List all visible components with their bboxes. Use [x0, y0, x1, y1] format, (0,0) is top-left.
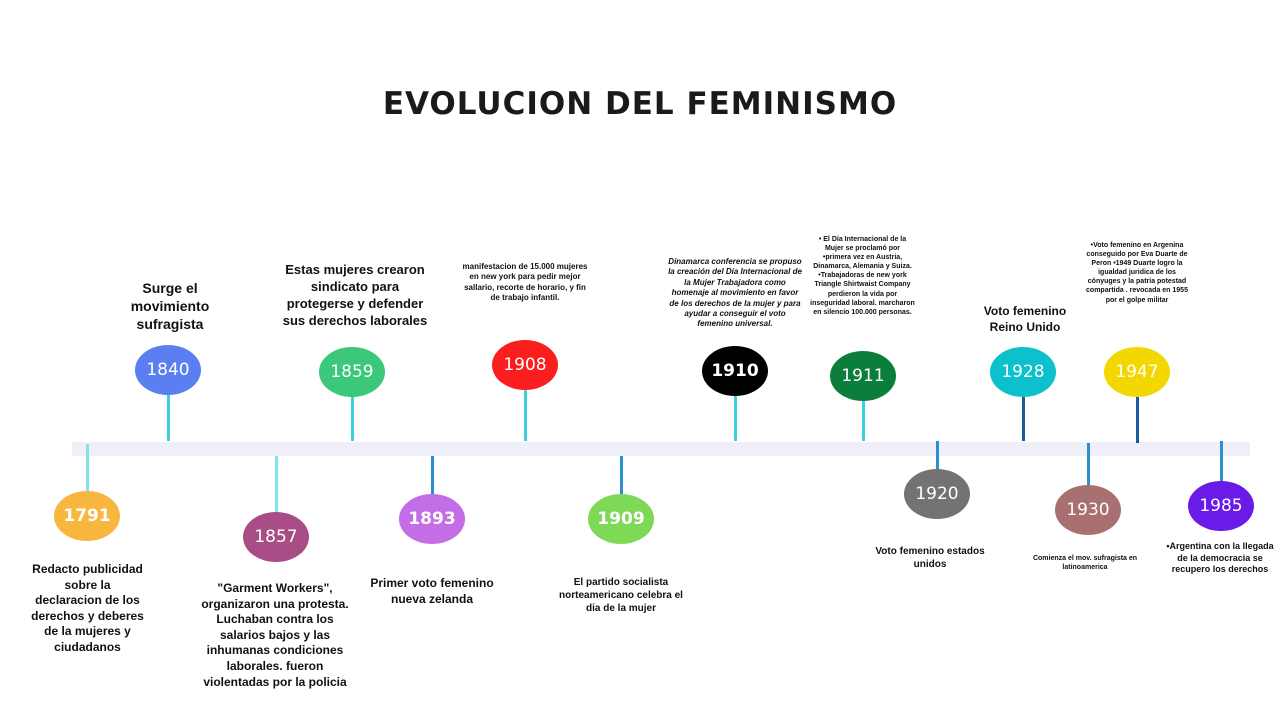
year-marker-1908: 1908 — [492, 340, 558, 390]
page-title: EVOLUCION DEL FEMINISMO — [382, 86, 898, 122]
event-description: manifestacion de 15.000 mujeres en new y… — [462, 262, 588, 303]
year-marker-1947: 1947 — [1104, 347, 1170, 397]
timeline-stem — [862, 401, 865, 441]
timeline-stem — [734, 395, 737, 441]
event-description: •Voto femenino en Argenina conseguido po… — [1086, 242, 1188, 304]
timeline-bar — [72, 442, 1250, 456]
timeline-stem — [351, 396, 354, 441]
year-marker-1910: 1910 — [702, 346, 768, 396]
timeline-stem — [1022, 397, 1025, 441]
timeline-stem — [167, 394, 170, 441]
event-description: Redacto publicidad sobre la declaracion … — [31, 562, 144, 654]
event-description: Voto femenino estados unidos — [875, 546, 985, 570]
event-description: El partido socialista norteamericano cel… — [559, 577, 683, 614]
year-marker-1930: 1930 — [1055, 485, 1121, 535]
timeline-stem — [431, 456, 434, 494]
year-marker-1911: 1911 — [830, 351, 896, 401]
timeline-stem — [1136, 397, 1139, 443]
event-description: Surge el movimiento sufragista — [130, 280, 210, 333]
event-description: Dinamarca conferencia se propuso la crea… — [668, 257, 802, 329]
event-description: Estas mujeres crearon sindicato para pro… — [282, 262, 428, 328]
event-description: • El Día Internacional de la Mujer se pr… — [810, 236, 915, 316]
year-marker-1928: 1928 — [990, 347, 1056, 397]
year-marker-1791: 1791 — [54, 491, 120, 541]
event-description: "Garment Workers", organizaron una prote… — [201, 581, 349, 689]
year-marker-1857: 1857 — [243, 512, 309, 562]
year-marker-1840: 1840 — [135, 345, 201, 395]
event-description: Primer voto femenino nueva zelanda — [370, 576, 494, 606]
timeline-stem — [86, 444, 89, 491]
timeline-stem — [936, 441, 939, 470]
timeline-stem — [620, 456, 623, 494]
timeline-stem — [1220, 441, 1223, 481]
year-marker-1893: 1893 — [399, 494, 465, 544]
timeline-stem — [275, 456, 278, 512]
event-description: Voto femenino Reino Unido — [983, 304, 1067, 334]
year-marker-1909: 1909 — [588, 494, 654, 544]
event-description: Comienza el mov. sufragista en latinoame… — [1032, 555, 1138, 572]
timeline-stem — [1087, 443, 1090, 485]
event-description: •Argentina con la llegada de la democrac… — [1166, 541, 1274, 575]
year-marker-1859: 1859 — [319, 347, 385, 397]
year-marker-1920: 1920 — [904, 469, 970, 519]
timeline-stem — [524, 389, 527, 441]
year-marker-1985: 1985 — [1188, 481, 1254, 531]
